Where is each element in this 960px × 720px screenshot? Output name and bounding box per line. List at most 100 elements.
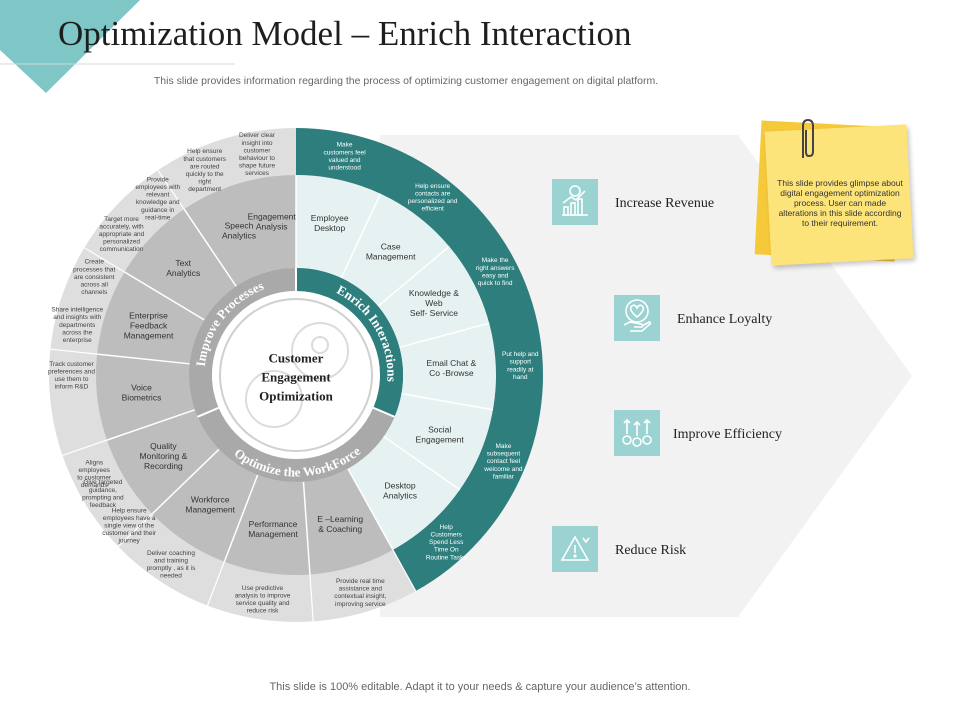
enrich-item-desc-line: familiar [493,473,515,480]
benefit-label-improve-efficiency: Improve Efficiency [673,427,782,442]
segment-divider [401,392,494,411]
footer-note: This slide is 100% editable. Adapt it to… [269,681,691,693]
center-title-line: Engagement [261,370,331,385]
outer-divider [206,561,225,606]
enrich-item-desc-line: contact feel [487,458,521,465]
workforce-item-label-line: Management [185,505,235,515]
improve-item-desc-line: services [245,170,270,177]
improve-item-desc-line: preferences and [48,368,95,375]
customer-icon-part [311,336,329,354]
enrich-ring [296,268,403,417]
workforce-item-label-line: & Coaching [318,524,362,534]
improve-item-desc-line: and insights with [53,314,101,321]
improve-item-desc-line: Help ensure [187,148,222,155]
enrich-item-desc-line: Help ensure [415,183,450,190]
improve-item-desc-line: enterprise [63,337,92,344]
enrich-item-desc-line: personalized and [408,198,458,205]
improve-item-desc-line: employees with [135,184,180,191]
improve-item-desc-line: department [188,186,221,193]
improve-item-desc-line: accurately, with [99,223,144,230]
enrich-item-desc-line: Customers [431,532,463,539]
enrich-item-label-line: Knowledge & [409,288,459,298]
benefit-icon-increase-revenue [552,179,598,225]
segment-divider [399,322,490,349]
improve-item-desc-line: Track customer [49,361,94,368]
improve-item-label-line: Speech [225,220,254,230]
improve-item-label-line: Analysis [256,221,288,231]
enrich-item-desc-line: Help [440,524,454,531]
growth-chart-icon [562,185,588,216]
enrich-item-label-line: Desktop [384,481,415,491]
improve-item-desc-line: quickly to the [186,171,224,178]
improve-item-label-line: Enterprise [129,311,168,321]
enrich-item-label-line: Co -Browse [429,368,474,378]
benefit-icon-enhance-loyalty [614,295,660,341]
enrich-item-label-line: Management [366,252,416,262]
segment-divider [347,468,394,551]
workforce-item-label-line: Quality [150,441,177,451]
improve-item-desc-line: journey [117,538,140,545]
segment-divider [183,208,237,287]
improve-item-desc-line: personalized [103,239,140,246]
enrich-item-label-line: Email Chat & [427,358,477,368]
enrich-item-desc-line: welcome and [483,466,523,473]
segment-divider [302,481,311,575]
outer-divider [62,439,108,456]
workforce-item-desc-line: improving service [335,601,386,608]
improve-item-desc-line: are routed [190,163,220,170]
improve-item-desc-line: insight into [241,140,272,147]
sticky-note-text: This slide provides glimpse about digita… [777,178,903,228]
workforce-item-desc-line: feedback [90,502,117,509]
enrich-item-desc-line: support [509,359,531,366]
enrich-item-label-line: Web [425,298,443,308]
gears-arrows-icon [622,418,652,447]
segment-divider [383,435,461,491]
enrich-item-desc-line: Routine Tasks [426,554,467,561]
improve-item-desc-line: single view of the [104,522,154,529]
improve-item-label-line: Biometrics [122,393,162,403]
improve-item-label-line: Management [124,331,174,341]
benefit-label-enhance-loyalty: Enhance Loyalty [677,312,773,327]
customer-icon [245,322,349,428]
enrich-item-label: Email Chat &Co -Browse [427,358,477,378]
improve-item-desc-line: behaviour to [239,155,275,162]
workforce-item-label: E –Learning& Coaching [317,514,363,534]
improve-item-label-line: Engagement [248,211,297,221]
workforce-item-desc-line: Deliver coaching [147,550,195,557]
enrich-item-label-line: Employee [311,213,349,223]
enrich-item-desc-line: understood [328,164,361,171]
warning-triangle-icon [560,535,590,561]
segment-divider [340,193,382,279]
customer-icon-part [291,322,349,380]
outer-divider [50,348,98,355]
workforce-item-desc-line: and training [154,557,188,564]
improve-item-desc-line: Provide [147,176,169,183]
workforce-item-desc-line: needed [160,573,182,580]
outer-divider [392,549,417,592]
improve-item-desc-line: guidance in [141,207,175,214]
enrich-item-desc-line: hand [513,374,528,381]
workforce-ring [197,407,395,482]
improve-item-label-line: Text [175,258,191,268]
workforce-item-desc-line: promptly , as it is [147,565,197,572]
segment-divider [377,245,450,307]
improve-item-desc-line: Create [84,259,104,266]
enrich-item-label-line: Analytics [383,491,417,501]
enrich-item-desc-line: Spend Less [429,539,464,546]
enrich-item-desc-line: Time On [434,547,459,554]
